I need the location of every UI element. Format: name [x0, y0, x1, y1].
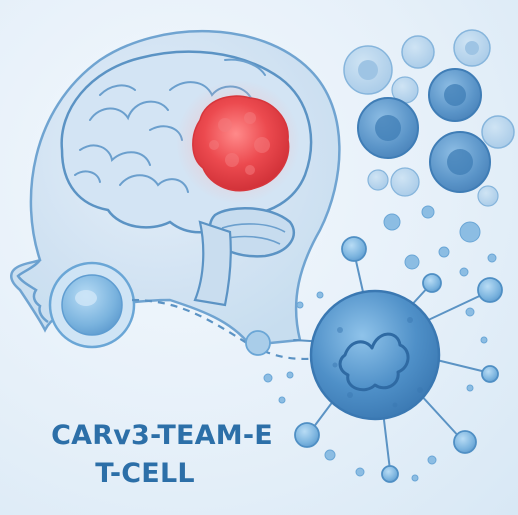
- particles: [263, 205, 497, 482]
- car-t-nucleus: [338, 332, 410, 392]
- brain-tumor: [192, 95, 290, 192]
- path-cell: [245, 330, 271, 356]
- migration-path: [131, 298, 321, 360]
- face-profile: [16, 259, 49, 324]
- cancer-cell-cluster: [343, 29, 515, 207]
- caption-title-line-1: CARv3-TEAM-E: [51, 420, 273, 451]
- car-t-cell: [293, 236, 503, 483]
- tumor-texture: [209, 112, 270, 175]
- brain-stem: [193, 220, 232, 307]
- caption-title-line-2: T-CELL: [95, 458, 195, 489]
- small-t-cell: [48, 261, 136, 349]
